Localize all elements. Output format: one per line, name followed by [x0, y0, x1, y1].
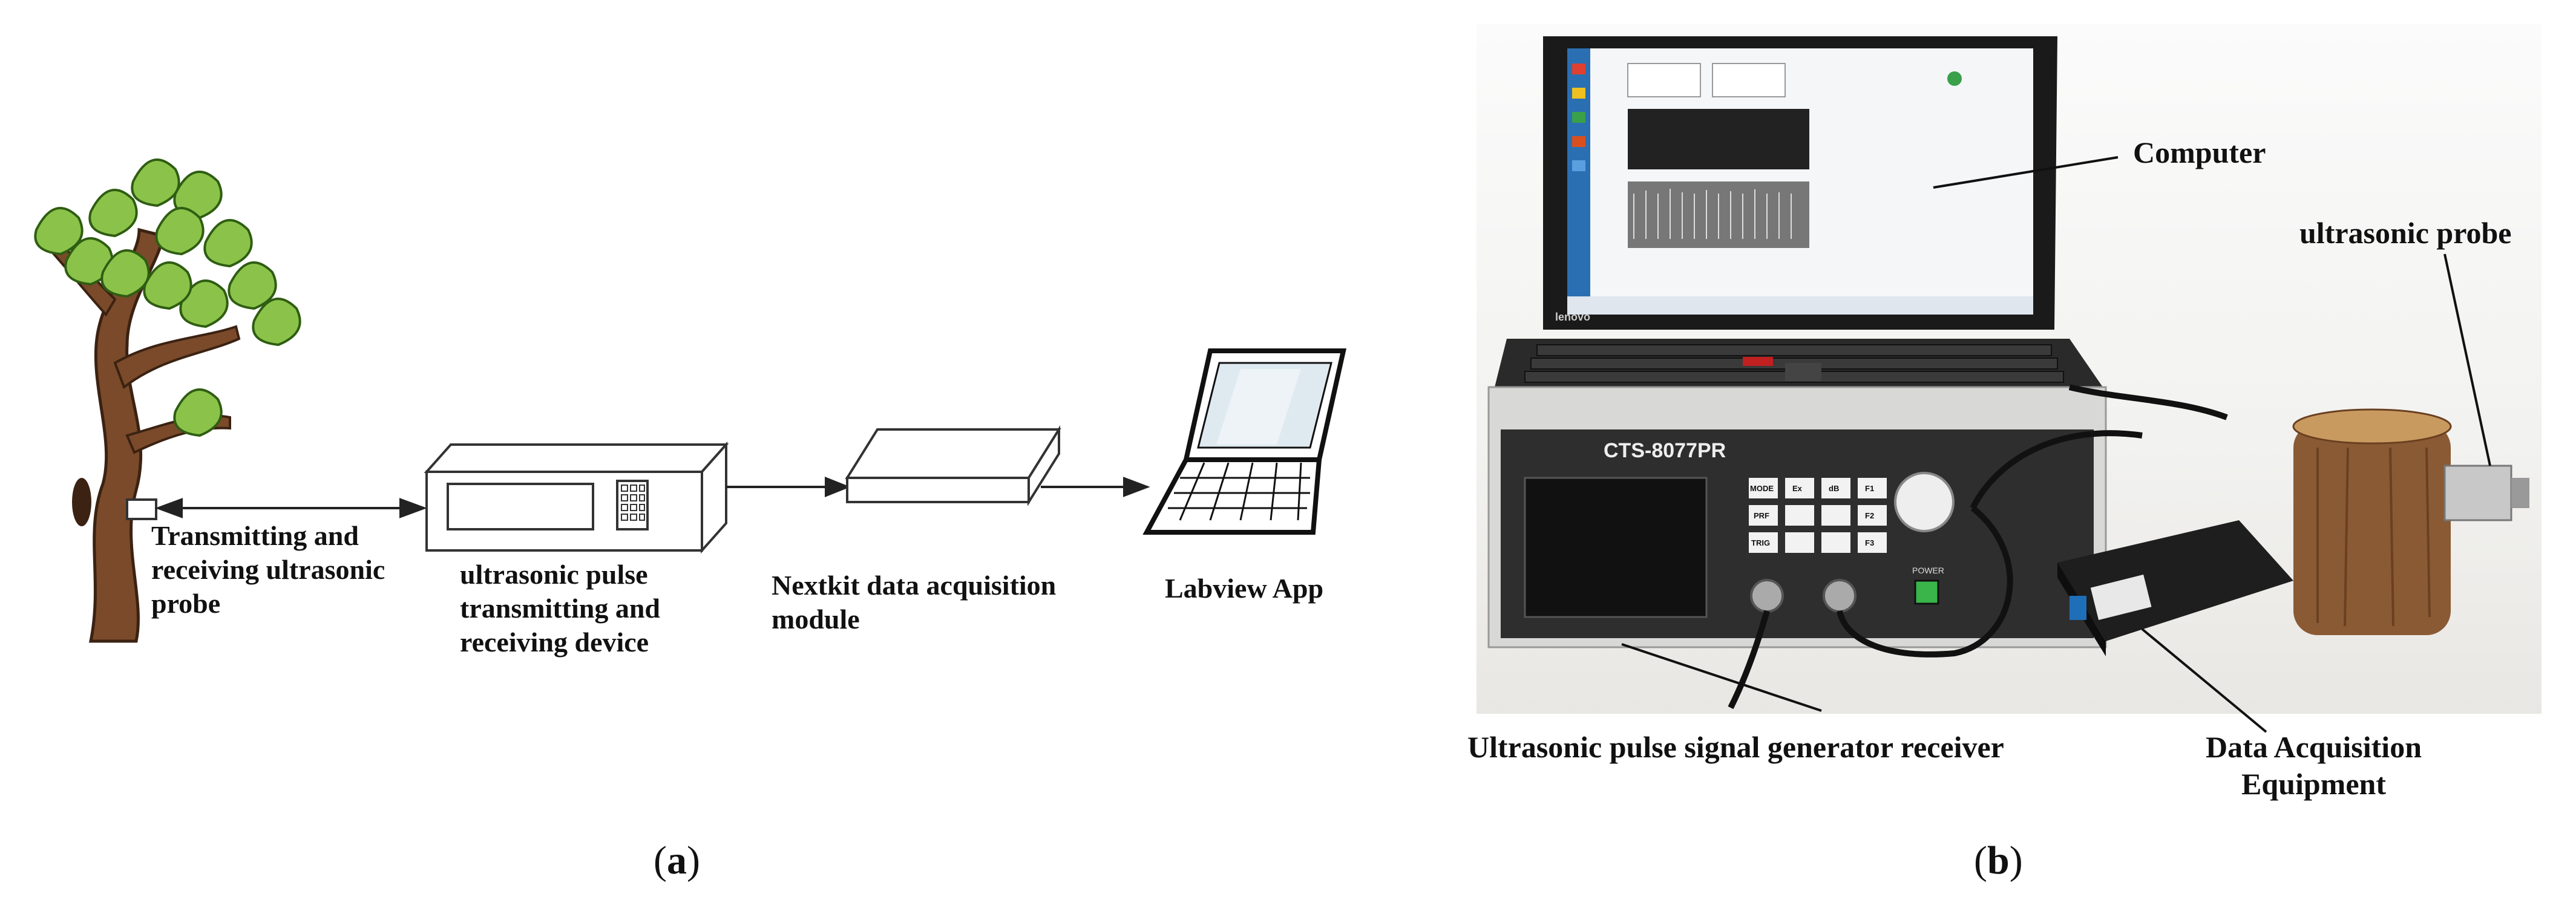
pulse-device-shape — [424, 441, 729, 554]
tree-illustration — [34, 158, 301, 643]
device-button-db: dB — [1829, 484, 1840, 493]
computer-label: Computer — [2133, 135, 2266, 169]
device-button-trig: TRIG — [1751, 538, 1771, 547]
device-button-f2: F2 — [1865, 511, 1875, 520]
caption-b: (b) — [1974, 838, 2023, 883]
photo-leader-lines — [1621, 156, 2491, 733]
device-model-label: CTS-8077PR — [1604, 439, 1726, 462]
device-button-f3: F3 — [1865, 538, 1875, 547]
app-label: Labview App — [1165, 573, 1324, 604]
pulse-device-label: ultrasonic pulse transmitting and receiv… — [460, 559, 660, 658]
device-button-ex: Ex — [1792, 484, 1802, 493]
photo-daq-box — [2057, 520, 2293, 656]
photo-ultrasonic-probe — [2443, 465, 2529, 521]
laptop-icon — [1142, 348, 1346, 535]
photo-cables — [1728, 384, 2228, 710]
device-button-f1: F1 — [1865, 484, 1875, 493]
photo-pulse-generator — [1487, 386, 2107, 648]
device-button-prf: PRF — [1754, 511, 1769, 520]
probe-device-arrow — [155, 498, 427, 518]
daq-module-shape — [845, 425, 1061, 506]
device-module-arrow — [726, 477, 851, 497]
panel-a-diagram — [34, 158, 1346, 643]
caption-a: (a) — [654, 838, 700, 883]
generator-receiver-label: Ultrasonic pulse signal generator receiv… — [1467, 730, 2004, 764]
probe-shape — [126, 498, 157, 520]
daq-module-label: Nextkit data acquisition module — [772, 570, 1057, 635]
device-button-mode: MODE — [1750, 484, 1774, 493]
ultrasonic-probe-label: ultrasonic probe — [2299, 216, 2512, 250]
module-laptop-arrow — [1041, 477, 1150, 497]
daq-equipment-label: Data Acquisition Equipment — [2206, 730, 2422, 801]
photo-laptop — [1495, 36, 2103, 387]
probe-label: Transmitting and receiving ultrasonic pr… — [151, 520, 385, 619]
power-label: POWER — [1912, 566, 1944, 575]
photo-wood-log — [2292, 408, 2452, 635]
laptop-brand-label: lenovo — [1555, 311, 1591, 323]
